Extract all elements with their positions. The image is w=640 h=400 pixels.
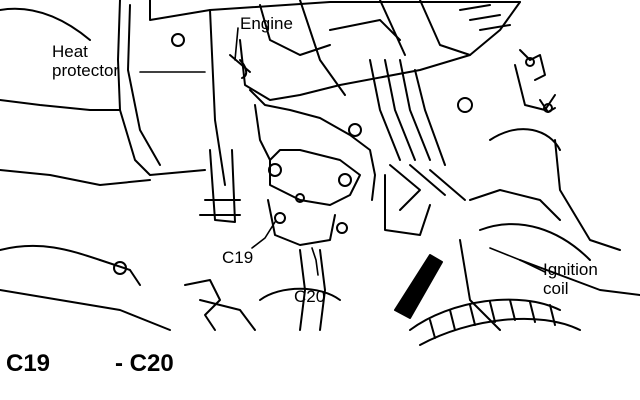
label-c19: C19	[222, 248, 254, 267]
caption-right: - C20	[115, 350, 174, 377]
label-engine: Engine	[240, 14, 293, 33]
plug-wires	[369, 59, 473, 236]
leader-lines	[139, 27, 546, 276]
wire-clip	[0, 244, 221, 331]
ignition-coil-assembly	[459, 49, 640, 331]
heat-protector	[0, 0, 206, 186]
black-hose	[394, 254, 443, 319]
caption-left: C19	[6, 350, 51, 377]
label-c20: C20	[294, 287, 326, 306]
label-ignition-coil: Ignition coil	[543, 260, 598, 298]
coolant-hose	[199, 249, 341, 331]
label-heat-protector: Heat protector	[52, 42, 120, 80]
bracket	[199, 54, 251, 223]
engine-cover	[149, 0, 521, 186]
distributor-housing	[249, 89, 376, 246]
corrugated-hose	[409, 298, 581, 346]
